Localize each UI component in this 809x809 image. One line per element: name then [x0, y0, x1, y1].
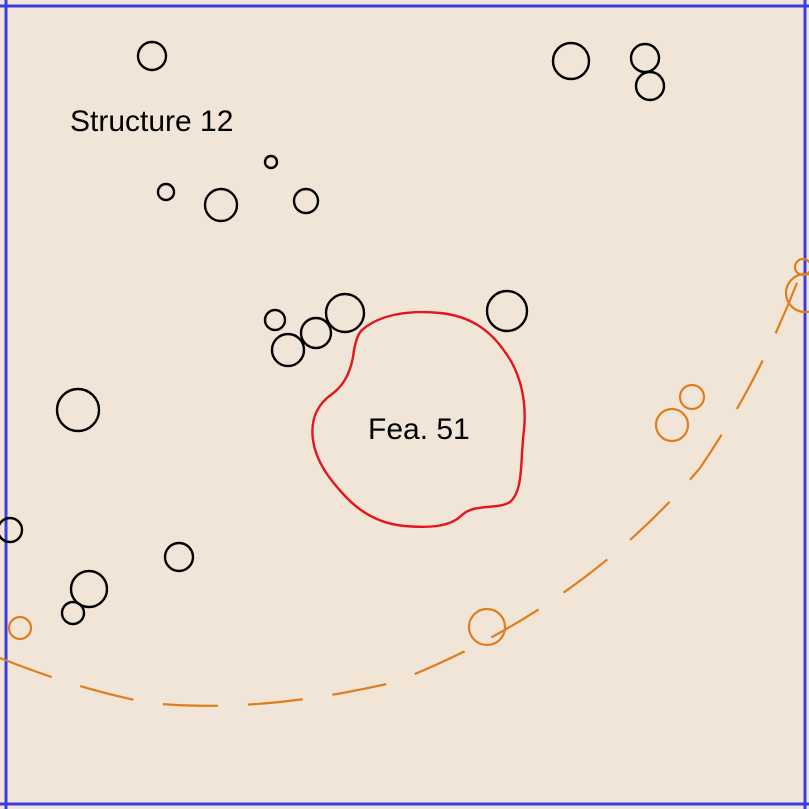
structure-postholes	[0, 40, 666, 626]
posthole	[270, 332, 306, 368]
orange-posthole	[654, 407, 690, 443]
posthole	[324, 292, 366, 334]
posthole	[634, 70, 666, 102]
feature-label: Fea. 51	[368, 413, 470, 446]
posthole	[60, 600, 86, 626]
posthole	[69, 569, 109, 609]
posthole	[156, 182, 176, 202]
orange-posthole	[793, 257, 809, 277]
orange-posthole	[467, 607, 507, 647]
feature-51-outline	[311, 310, 526, 529]
posthole	[551, 41, 591, 81]
outer-structure-arc	[0, 274, 802, 707]
posthole	[485, 289, 529, 333]
posthole	[0, 516, 24, 544]
posthole	[203, 187, 239, 223]
outer-structure-postholes	[7, 257, 809, 647]
posthole	[55, 387, 101, 433]
structure-label: Structure 12	[70, 105, 233, 138]
posthole	[136, 40, 168, 72]
orange-posthole	[678, 383, 706, 411]
orange-posthole	[7, 615, 33, 641]
posthole	[263, 308, 287, 332]
posthole	[292, 187, 320, 215]
posthole	[299, 316, 333, 350]
posthole	[163, 541, 195, 573]
posthole	[263, 154, 279, 170]
